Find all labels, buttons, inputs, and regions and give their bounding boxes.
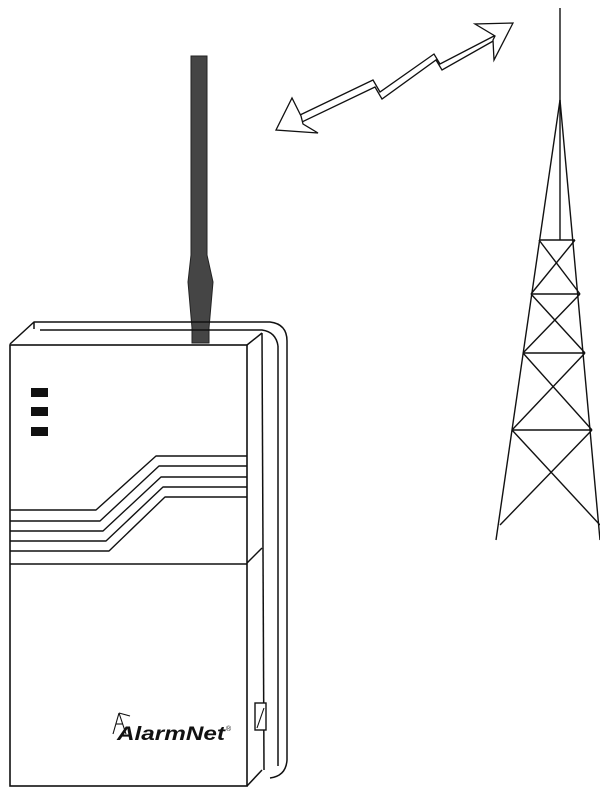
tower-brace (523, 294, 580, 353)
housing-ridge (40, 330, 278, 346)
radio-tower (496, 8, 600, 540)
tower-brace (523, 353, 592, 430)
tower-brace (531, 294, 585, 353)
radio-link-bolt (300, 36, 495, 122)
side-seam (247, 548, 262, 563)
tower-brace (512, 353, 585, 430)
side-seam (247, 770, 262, 786)
status-led-3 (31, 427, 48, 436)
tower-brace (500, 430, 592, 525)
status-led-1 (31, 388, 48, 397)
side-seam (247, 333, 262, 345)
tower-leg-left (496, 100, 560, 540)
cellular-communicator-device: AlarmNet ® (10, 56, 287, 786)
tower-brace (512, 430, 600, 525)
logo-wordmark: AlarmNet (116, 724, 226, 745)
status-led-2 (31, 407, 48, 416)
tower-leg-right (560, 100, 600, 540)
logo-registered-mark: ® (226, 725, 232, 733)
radio-link-arrowhead-right (475, 23, 513, 60)
antenna (188, 56, 213, 343)
zigzag-double-arrow-icon (276, 23, 513, 133)
tower-brace (531, 240, 575, 294)
